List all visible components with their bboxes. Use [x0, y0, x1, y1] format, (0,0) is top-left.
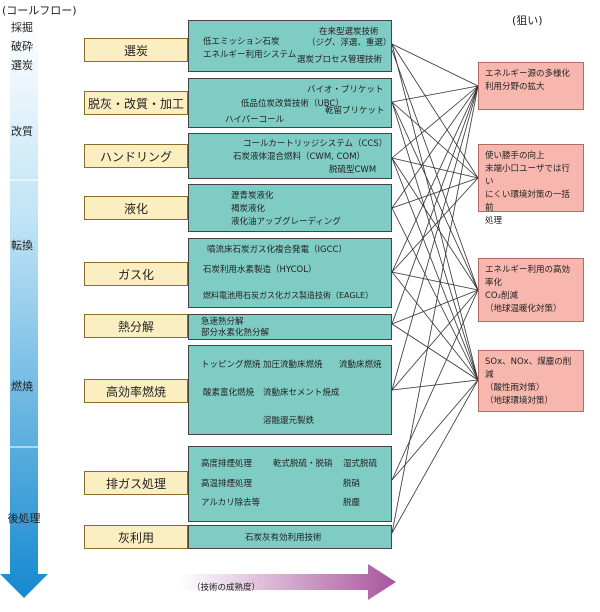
tech-box-flue-gas: 高度排煙処理 乾式脱硫・脱硝 湿式脱硫 高温排煙処理 脱硝 アルカリ除去等 脱塵: [188, 446, 392, 522]
tech-item: 加圧流動床燃焼: [263, 360, 323, 370]
tech-box-ash: 石炭灰有効利用技術: [188, 525, 392, 549]
aim-line: 使い勝手の向上: [485, 151, 545, 161]
aim-line: 利用分野の拡大: [485, 82, 545, 92]
stage-combustion: 燃焼: [11, 380, 33, 393]
stage-posttreatment: 後処理: [7, 512, 41, 525]
tech-item: 高度排煙処理: [201, 459, 253, 469]
tech-item: 酸素富化燃焼: [203, 388, 255, 398]
aim-line: CO₂削減: [485, 291, 519, 301]
tech-item: 脱塵: [343, 498, 361, 508]
tech-item: 脱硫型CWM: [329, 165, 377, 175]
stage-selection: 選炭: [11, 59, 33, 72]
stage-reforming: 改質: [11, 125, 33, 138]
category-ash-utilization: 灰利用: [84, 525, 188, 549]
category-coal-preparation: 選炭: [84, 38, 188, 62]
maturity-arrow: [180, 564, 396, 600]
aim-line: （酸性雨対策）: [485, 383, 545, 393]
aim-line: （地球環境対策）: [485, 396, 554, 406]
tech-item: バイオ・ブリケット: [307, 85, 384, 95]
tech-box-gasification: 噴流床石炭ガス化複合発電（IGCC） 石炭利用水素製造（HYCOL） 燃料電池用…: [188, 238, 392, 308]
tech-item: 選炭プロセス管理技術: [297, 55, 383, 65]
tech-item: コールカートリッジシステム（CCS）: [243, 139, 388, 149]
category-pyrolysis: 熱分解: [84, 314, 188, 338]
tech-item: 脱硝: [343, 479, 361, 489]
stage-dividers: [8, 179, 40, 448]
tech-item: ハイパーコール: [225, 115, 285, 125]
tech-item: （ジグ、浮選、重選）: [307, 38, 392, 48]
tech-item: 石炭灰有効利用技術: [245, 533, 322, 543]
stage-conversion: 転換: [11, 239, 33, 252]
tech-item: 噴流床石炭ガス化複合発電（IGCC）: [207, 245, 347, 255]
tech-box-liquefaction: 瀝青炭液化 褐炭液化 液化油アップグレーディング: [188, 184, 392, 232]
tech-item: 乾式脱硫・脱硝: [273, 459, 333, 469]
tech-item: 燃料電池用石炭ガス化ガス製造技術（EAGLE）: [203, 291, 374, 300]
tech-item: エネルギー利用システム: [203, 50, 297, 60]
tech-item: 石炭液体混合燃料（CWM, COM）: [233, 152, 366, 162]
aim-line: エネルギー利用の高効率化: [485, 265, 571, 288]
tech-item: 在来型選炭技術: [319, 27, 379, 37]
aim-line: 処理: [485, 216, 503, 226]
tech-item: 流動床燃焼: [339, 360, 382, 370]
tech-item: 低品位炭改質技術（UBC）: [241, 99, 344, 109]
tech-item: 褐炭液化: [231, 204, 266, 214]
tech-item: 液化油アップグレーディング: [231, 217, 341, 227]
aim-efficiency-co2: エネルギー利用の高効率化 CO₂削減 （地球温暖化対策）: [478, 258, 584, 322]
coal-flow-title: (コールフロー): [2, 4, 77, 17]
tech-box-coal-preparation: 低エミッション石炭 エネルギー利用システム 在来型選炭技術 （ジグ、浮選、重選）…: [188, 20, 392, 72]
tech-item: 溶融還元製鉄: [263, 416, 315, 426]
aim-energy-diversification: エネルギー源の多様化 利用分野の拡大: [478, 62, 584, 110]
tech-box-handling: コールカートリッジシステム（CCS） 石炭液体混合燃料（CWM, COM） 脱硫…: [188, 133, 392, 179]
tech-item: トッピング燃焼: [201, 360, 261, 370]
tech-item: 湿式脱硫: [343, 459, 378, 469]
category-gasification: ガス化: [84, 262, 188, 286]
category-flue-gas-treatment: 排ガス処理: [84, 471, 188, 495]
tech-item: 高温排煙処理: [201, 479, 253, 489]
tech-box-combustion: トッピング燃焼 加圧流動床燃焼 流動床燃焼 酸素富化燃焼 流動床セメント焼成 溶…: [188, 345, 392, 435]
tech-box-deashing-reforming: バイオ・ブリケット 低品位炭改質技術（UBC） 乾留ブリケット ハイパーコール: [188, 78, 392, 128]
aims-title: (狙い): [512, 14, 543, 27]
aim-line: 末端小口ユーザでは行い: [485, 164, 570, 187]
tech-item: アルカリ除去等: [201, 498, 261, 508]
tech-item: 乾留ブリケット: [325, 106, 385, 116]
tech-item: 部分水素化熱分解: [201, 328, 270, 338]
tech-item: 低エミッション石炭: [203, 37, 280, 47]
aim-usability: 使い勝手の向上 末端小口ユーザでは行い にくい環境対策の一括前 処理: [478, 144, 584, 226]
category-high-efficiency-combustion: 高効率燃焼: [84, 379, 188, 403]
stage-crushing: 破砕: [11, 40, 33, 53]
aim-line: エネルギー源の多様化: [485, 69, 571, 79]
tech-item: 急速熱分解: [201, 317, 244, 327]
connector-lines: [391, 43, 479, 534]
tech-item: 流動床セメント焼成: [263, 388, 340, 398]
tech-item: 石炭利用水素製造（HYCOL）: [203, 265, 317, 275]
stage-mining: 採掘: [11, 21, 33, 34]
tech-item: 瀝青炭液化: [231, 191, 274, 201]
category-deashing-reforming: 脱灰・改質・加工: [84, 91, 188, 115]
aim-line: にくい環境対策の一括前: [485, 190, 570, 213]
maturity-label: （技術の成熟度）: [192, 583, 261, 593]
aim-line: SOx、NOx、煤塵の削減: [485, 357, 572, 380]
category-handling: ハンドリング: [84, 144, 188, 168]
coal-flow-arrow: [0, 20, 48, 598]
tech-box-pyrolysis: 急速熱分解 部分水素化熱分解: [188, 314, 392, 340]
category-liquefaction: 液化: [84, 196, 188, 220]
aim-line: （地球温暖化対策）: [485, 304, 562, 314]
aim-emission-reduction: SOx、NOx、煤塵の削減 （酸性雨対策） （地球環境対策）: [478, 350, 584, 412]
